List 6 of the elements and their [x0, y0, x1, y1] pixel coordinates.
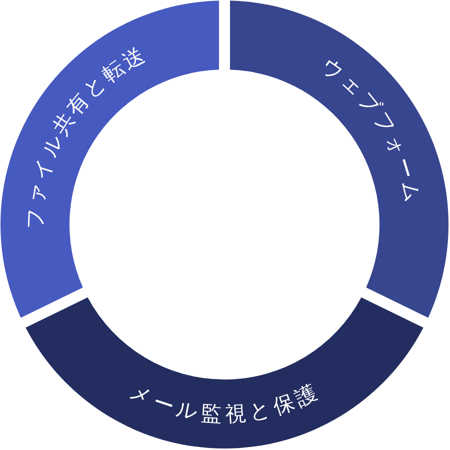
ring-segment	[230, 0, 448, 318]
segment-label: ファイル共有と転送	[22, 41, 152, 230]
ring-segment	[26, 297, 424, 448]
ring-segment	[0, 0, 219, 318]
segment-label: メール監視と保護	[126, 378, 324, 426]
segment-label: ウェブフォーム	[317, 53, 426, 208]
